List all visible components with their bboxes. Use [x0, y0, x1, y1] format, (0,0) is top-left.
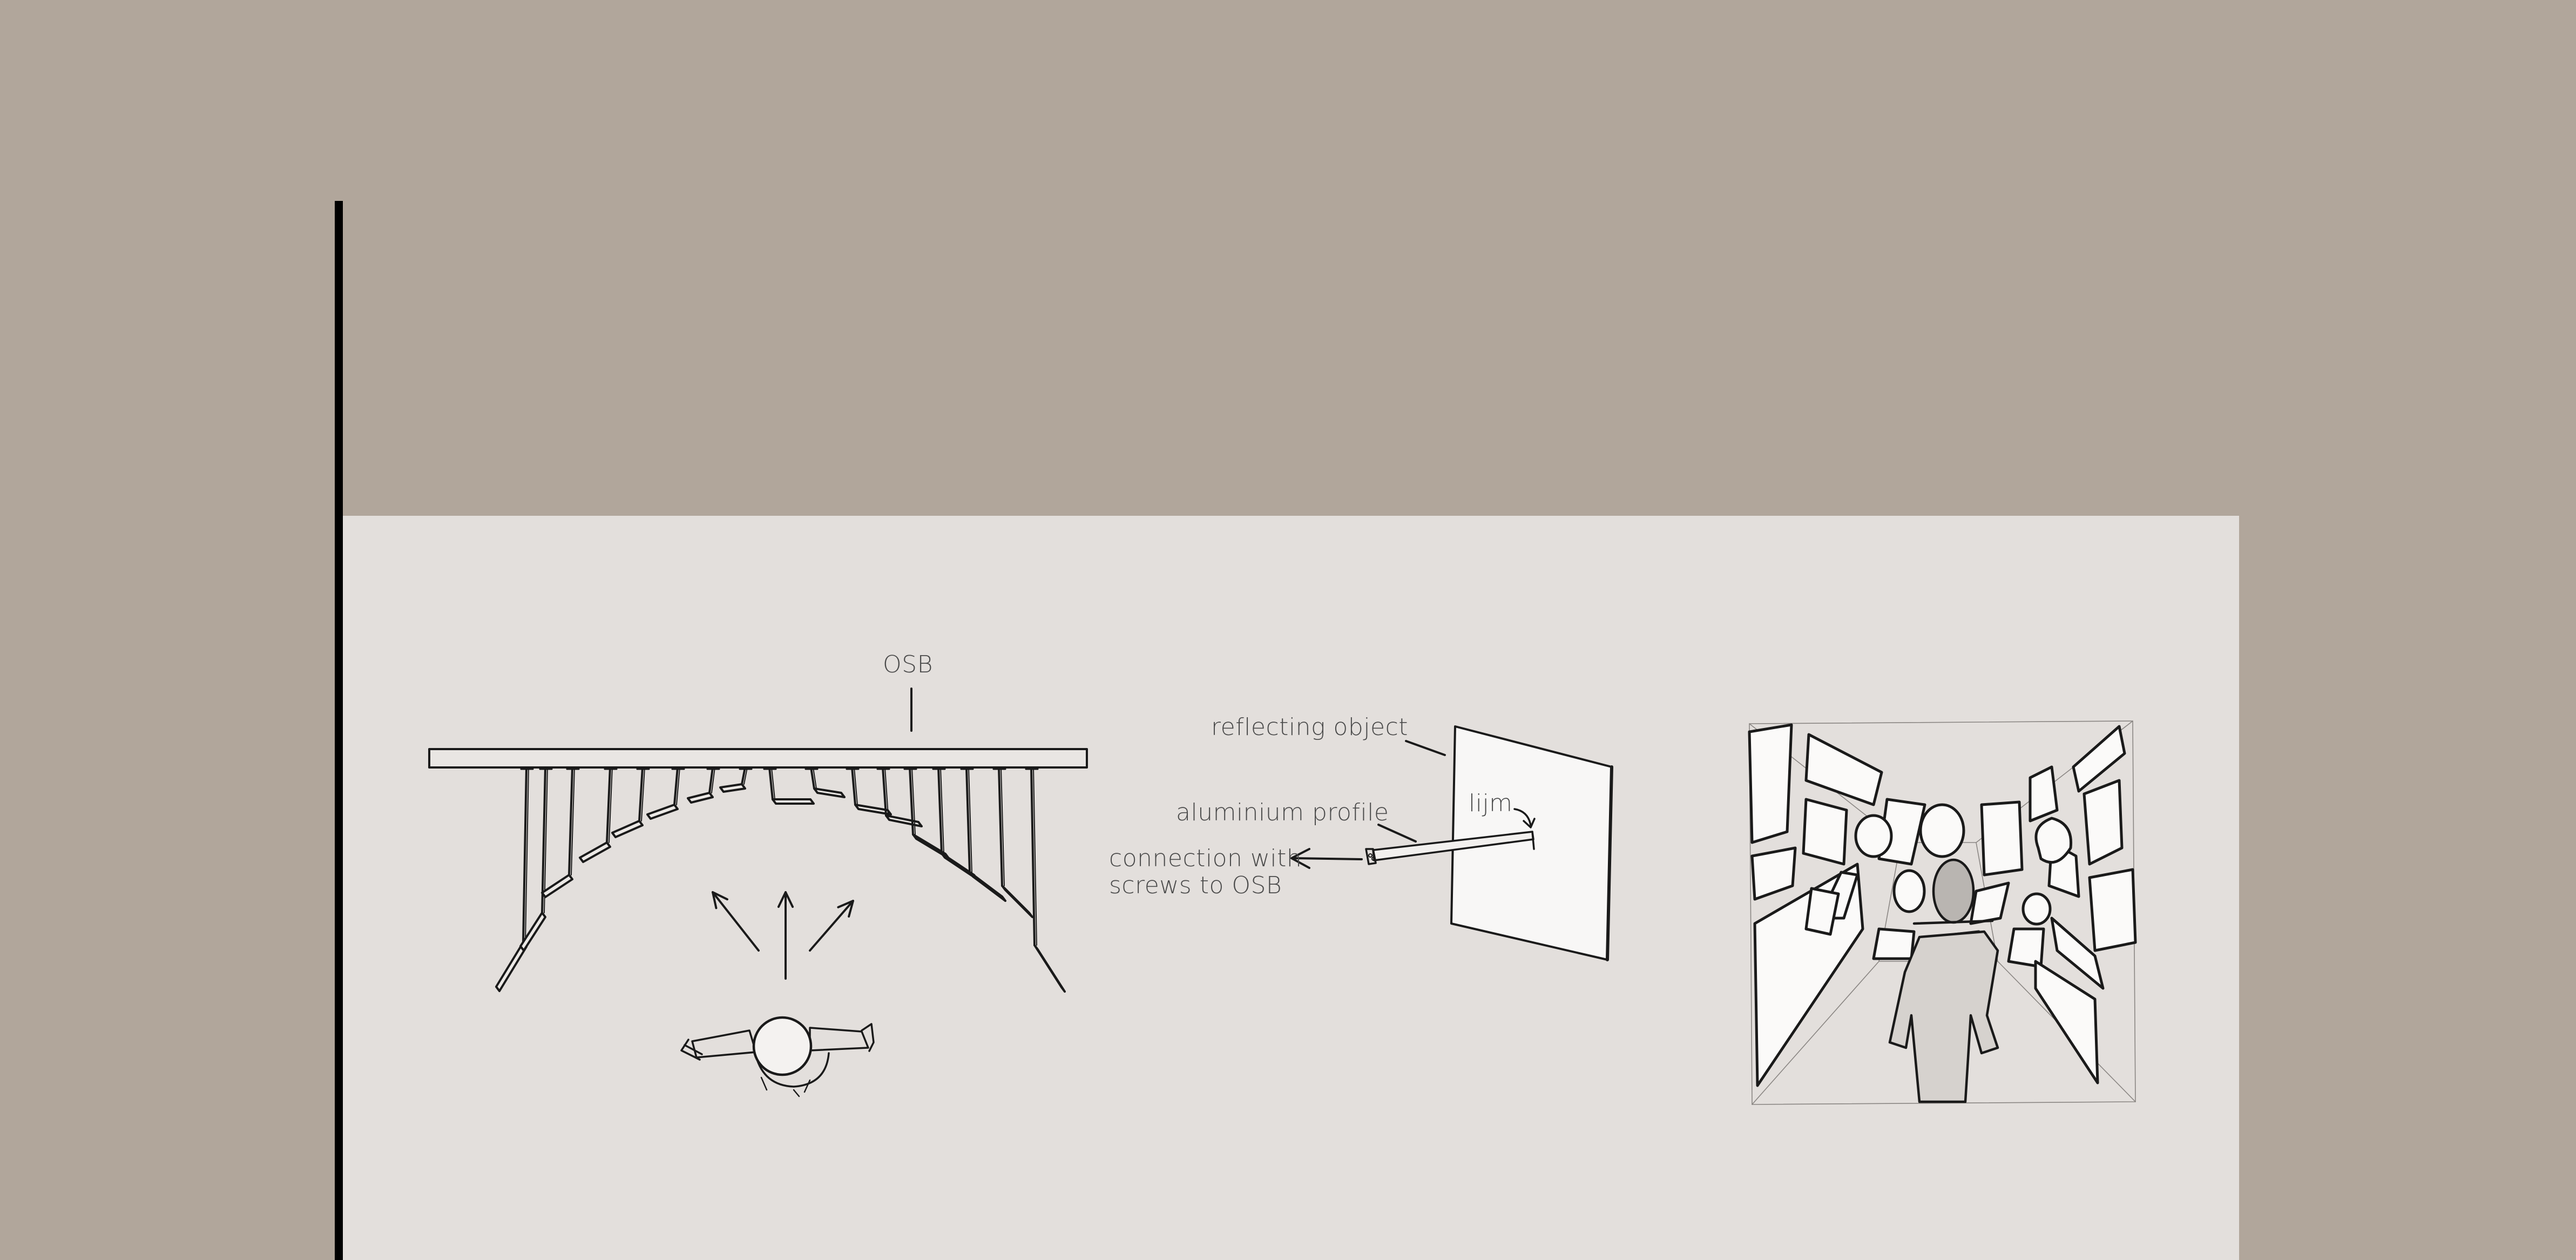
hanging-plate	[688, 793, 713, 803]
view-arrow-shaft	[713, 892, 759, 951]
room-reflecting-plate	[2084, 780, 2122, 864]
room-reflecting-plate	[1874, 929, 1914, 959]
label-osb: OSB	[883, 651, 933, 678]
mounting-detail-sketch	[1292, 726, 1612, 960]
aluminium-profile-leader	[1378, 825, 1416, 841]
hanging-plate	[542, 875, 572, 897]
label-reflecting-object: reflecting object	[1211, 714, 1408, 741]
hanging-plate	[814, 789, 844, 797]
osb-board	[429, 749, 1087, 767]
room-reflecting-plate	[2009, 929, 2044, 967]
label-aluminium-profile: aluminium profile	[1176, 799, 1389, 826]
room-reflecting-plate	[2090, 870, 2135, 951]
room-reflecting-plate	[1803, 799, 1847, 864]
room-reflecting-plate	[2030, 767, 2057, 821]
hanging-plate	[580, 843, 610, 862]
hanging-plate	[720, 784, 745, 792]
room-reflecting-plate	[1982, 802, 2022, 875]
room-round-plate	[1921, 805, 1964, 857]
room-round-plate	[1894, 871, 1924, 912]
room-round-plate	[2023, 894, 2050, 924]
plate-hangers	[496, 767, 1065, 992]
room-round-plate	[1856, 816, 1891, 857]
label-connection-line2: screws to OSB	[1109, 872, 1282, 899]
room-round-plate	[2036, 818, 2071, 863]
label-lijm: lijm	[1469, 790, 1513, 817]
room-reflecting-plate	[1749, 725, 1791, 843]
view-arrow-shaft	[810, 901, 853, 951]
hanging-plate	[647, 805, 678, 819]
ceiling-osb-sketch	[429, 689, 1087, 1096]
room-reflecting-plate	[1971, 883, 2009, 924]
connection-arrow	[1293, 858, 1362, 859]
room-reflecting-plate	[1752, 848, 1795, 899]
viewer-person-icon	[681, 1018, 874, 1096]
room-reflecting-plate	[1806, 735, 1882, 805]
hanging-plate	[1035, 945, 1065, 992]
room-reflecting-plate	[2036, 961, 2098, 1083]
hanging-plate	[1002, 886, 1032, 917]
view-arrows	[713, 892, 853, 979]
hanging-plate	[773, 799, 814, 804]
room-perspective-sketch	[1749, 721, 2135, 1104]
label-connection-line1: connection with	[1109, 845, 1302, 872]
hanging-plate	[612, 821, 643, 837]
reflecting-object-leader	[1406, 741, 1445, 755]
hanging-plate	[886, 816, 922, 826]
viewer-head	[754, 1018, 811, 1075]
hanging-plate	[970, 872, 1005, 901]
